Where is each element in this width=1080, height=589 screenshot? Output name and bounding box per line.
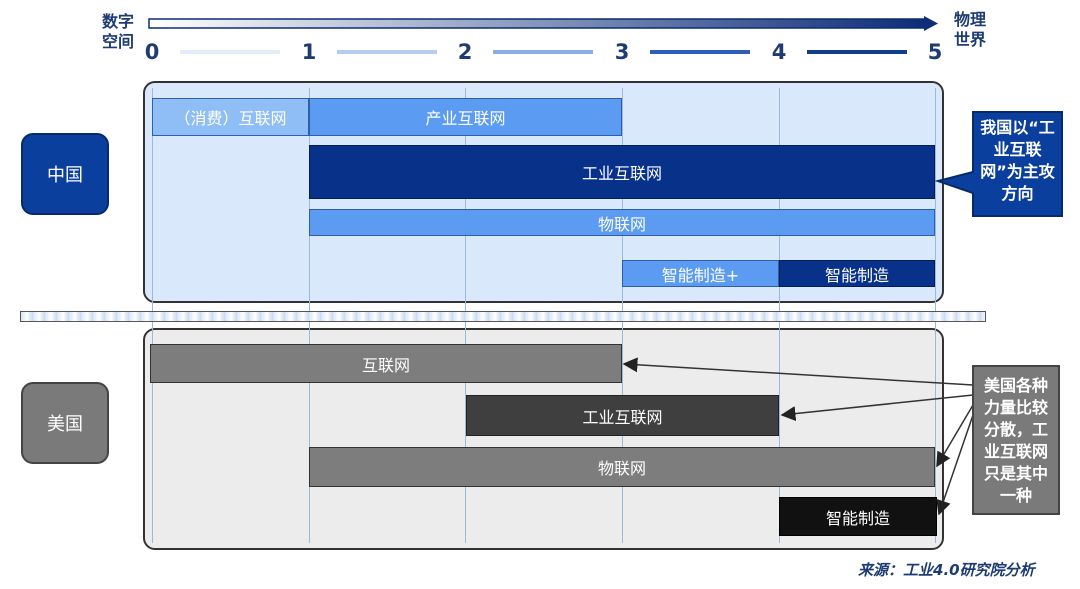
axis-segment-4 [650,50,750,54]
axis-left-label: 数字空间 [98,12,138,52]
china-bar-consumer-internet: （消费）互联网 [152,98,309,136]
china-bar-iot: 物联网 [309,209,935,236]
usa-bar-iot: 物联网 [309,447,935,487]
china-bar-industry-internet: 产业互联网 [309,98,622,136]
axis-right-label-line2: 世界 [953,30,986,49]
region-label-usa: 美国 [21,382,109,464]
usa-callout-arrows [622,357,974,516]
tick-5: 5 [927,40,943,64]
usa-bar-internet: 互联网 [150,344,622,383]
axis-right-label-line1: 物理 [953,10,986,29]
axis-right-label: 物理世界 [950,10,990,50]
tick-4: 4 [771,40,787,64]
tick-1: 1 [301,40,317,64]
usa-bar-smart-manufacturing: 智能制造 [779,497,937,536]
china-callout-text: 我国以“工业互联网”为主攻方向 [980,118,1055,203]
source-label: 来源：工业4.0研究院分析 [858,561,1035,579]
axis-left-label-line1: 数字 [101,12,134,31]
tick-0: 0 [144,40,160,64]
axis-left-label-line2: 空间 [101,32,134,51]
axis-arrow [148,16,938,31]
usa-callout-text: 美国各种力量比较分散，工业互联网只是其中一种 [972,365,1060,515]
axis-segment-5 [807,50,907,54]
china-callout-shape [934,111,1063,217]
tick-2: 2 [457,40,473,64]
china-bar-smart-manufacturing-plus: 智能制造+ [622,260,779,287]
region-label-china: 中国 [21,133,109,215]
axis-segment-2 [337,50,437,54]
axis-segment-3 [493,50,593,54]
china-bar-smart-manufacturing: 智能制造 [779,260,935,287]
tick-3: 3 [614,40,630,64]
axis-segment-1 [180,50,280,54]
china-bar-industrial-internet: 工业互联网 [309,145,935,199]
usa-bar-industrial-internet: 工业互联网 [466,395,779,436]
section-divider [20,311,986,322]
